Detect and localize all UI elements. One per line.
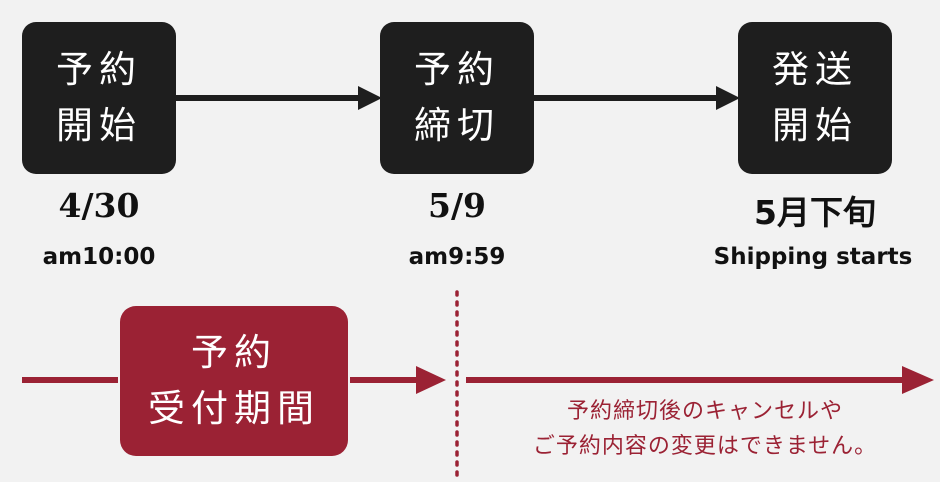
step-time-shipping: Shipping starts bbox=[713, 244, 913, 270]
step-label-line1: 予約 bbox=[414, 48, 500, 91]
note-line1: 予約締切後のキャンセルや bbox=[566, 399, 843, 424]
reservation-period-box: 予約 受付期間 bbox=[120, 306, 348, 456]
arrow-head-deadline bbox=[358, 86, 382, 110]
step-label-line1: 発送 bbox=[772, 48, 858, 91]
period-label-line1: 予約 bbox=[191, 331, 277, 374]
arrow-head-shipping bbox=[716, 86, 740, 110]
note-line2: ご予約内容の変更はできません。 bbox=[532, 434, 878, 459]
cancellation-note: 予約締切後のキャンセルや ご予約内容の変更はできません。 bbox=[470, 394, 940, 464]
step-date-start: 4/30 bbox=[58, 186, 140, 225]
step-label-line2: 開始 bbox=[772, 104, 858, 147]
step-time-deadline: am9:59 bbox=[408, 244, 506, 270]
step-box-reservation-deadline: 予約 締切 bbox=[380, 22, 534, 174]
step-date-shipping: 5月下旬 bbox=[754, 193, 876, 232]
step-box-shipping-start: 発送 開始 bbox=[738, 22, 892, 174]
step-label-line2: 開始 bbox=[56, 104, 142, 147]
step-box-reservation-start: 予約 開始 bbox=[22, 22, 176, 174]
period-label-line2: 受付期間 bbox=[148, 387, 320, 430]
step-time-start: am10:00 bbox=[42, 244, 156, 270]
step-label-line1: 予約 bbox=[56, 48, 142, 91]
step-label-line2: 締切 bbox=[414, 104, 500, 147]
after-deadline-arrow-head bbox=[902, 366, 934, 394]
period-arrow-head bbox=[416, 366, 446, 394]
step-date-deadline: 5/9 bbox=[428, 186, 486, 225]
